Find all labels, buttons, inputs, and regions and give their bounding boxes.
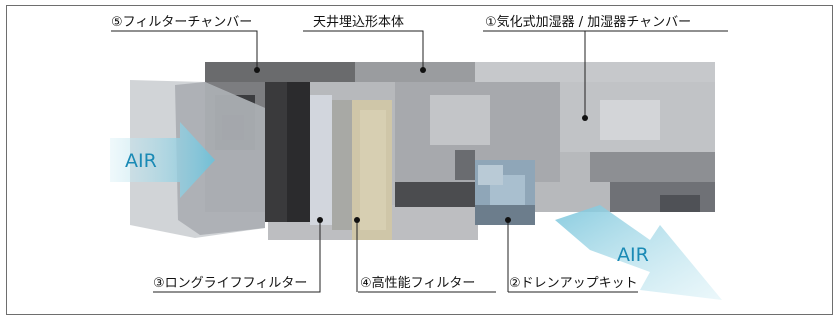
hepa-filter: [332, 100, 392, 240]
leader-dots: [254, 67, 588, 223]
label-hepa-filter: ④高性能フィルター: [360, 275, 475, 291]
label-drain-up-kit: ②ドレンアップキット: [509, 276, 638, 291]
drain-up-kit: [475, 160, 535, 225]
label-long-life-filter: ③ロングライフフィルター: [153, 276, 307, 291]
label-filter-chamber: ⑤フィルターチャンバー: [111, 15, 252, 30]
label-humidifier: ①気化式加湿器 / 加湿器チャンバー: [485, 14, 691, 30]
inlet-duct: [130, 80, 265, 238]
outlet-air-arrow: [555, 205, 722, 300]
inlet-air-arrow: [110, 122, 215, 198]
label-ceiling-body: 天井埋込形本体: [313, 15, 404, 30]
leader-lines: [111, 30, 728, 293]
outlet-air-label: AIR: [617, 244, 649, 266]
long-life-filter: [265, 82, 332, 225]
inlet-air-label: AIR: [125, 150, 157, 172]
